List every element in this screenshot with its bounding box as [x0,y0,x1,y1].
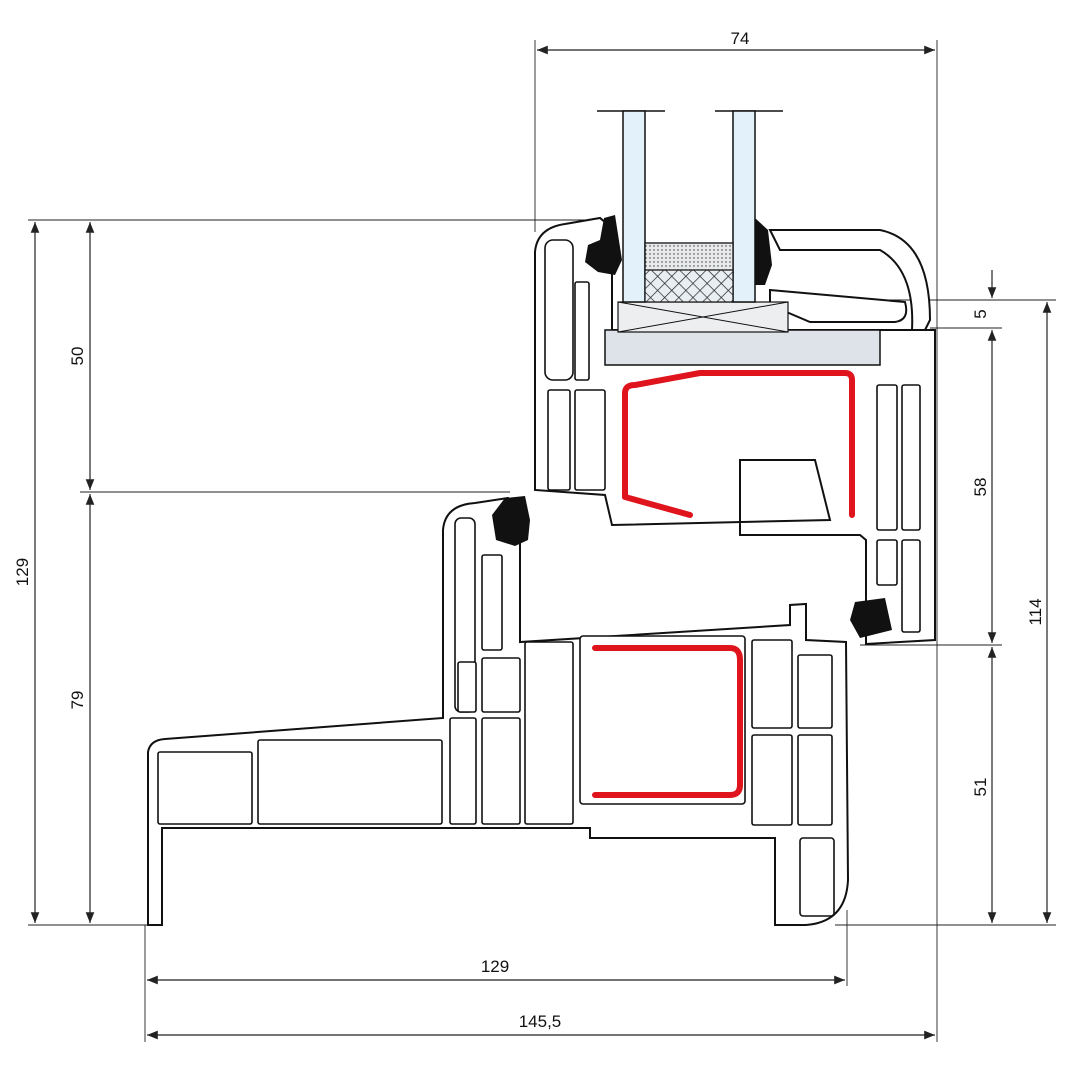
extension-lines [28,40,1056,1042]
sash-reinforcement [622,370,855,518]
glazing-bead [768,229,932,331]
dim-left-lower: 79 [68,691,87,710]
glazing-bridge [604,329,881,366]
sash-profile [534,216,936,646]
dim-right-upper: 58 [971,478,990,497]
gasket-glass-outer [585,215,622,275]
sealant [644,269,734,303]
dim-right-lower: 51 [971,778,990,797]
glass-pane-inner [732,110,756,303]
dim-right-total: 114 [1026,598,1045,625]
dimension-lines [30,45,1052,1040]
gasket-glass-inner [755,218,772,285]
frame-profile [147,496,850,926]
gasket-frame-inner [850,598,892,638]
dim-left-upper: 50 [68,347,87,366]
dim-top-width: 74 [731,29,750,48]
frame-reinforcement [592,645,743,798]
dim-bottom-total: 145,5 [519,1012,562,1031]
insulated-glass-unit [597,110,783,303]
dim-bottom-frame: 129 [481,957,509,976]
glass-pane-outer [622,110,646,303]
dim-right-small: 5 [971,309,990,318]
gaskets [492,215,892,638]
gasket-frame-outer [492,496,530,546]
dim-left-total: 129 [13,558,32,586]
